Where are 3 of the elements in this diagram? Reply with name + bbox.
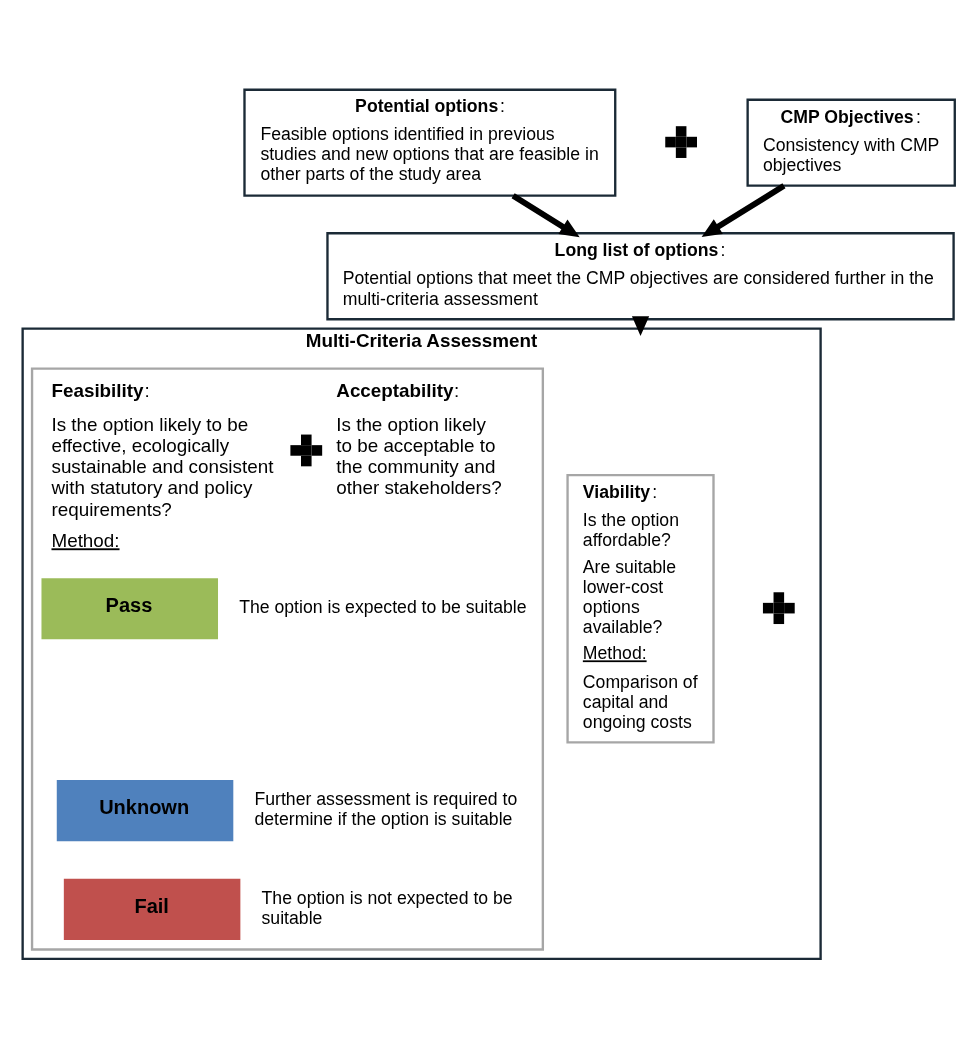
node-label: The option is not expected to be suitable: [261, 887, 513, 928]
node-label: The option is expected to be suitable: [239, 596, 527, 617]
node-label: Further assessment is required to determine if the option is suitable: [254, 788, 518, 829]
